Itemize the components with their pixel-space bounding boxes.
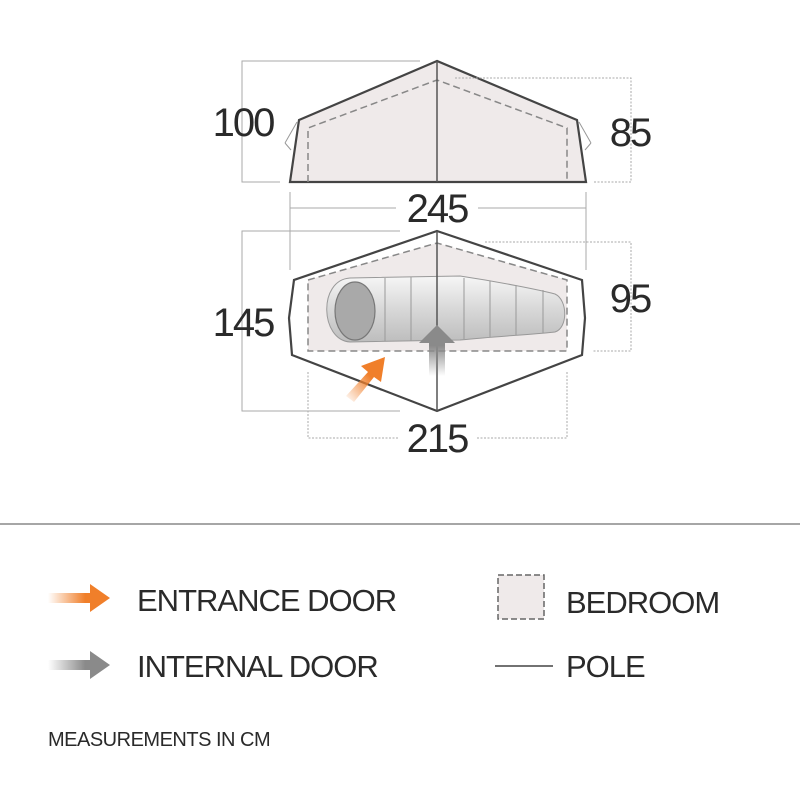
sleeping-bag-hood [334, 281, 376, 341]
dim-width-bedroom: 95 [610, 277, 651, 321]
entrance-door-arrow [346, 357, 385, 402]
side-view [284, 59, 592, 184]
internal-door-arrow [419, 325, 455, 376]
side-flysheet [288, 59, 588, 184]
dim-length-total: 245 [407, 187, 468, 231]
legend-bedroom: BEDROOM [566, 585, 720, 620]
bedroom-legend-icon [497, 574, 545, 620]
legend-entrance-door: ENTRANCE DOOR [137, 583, 397, 618]
internal-legend-icon [48, 651, 110, 679]
entrance-legend-icon [48, 584, 110, 612]
dim-height-total: 100 [213, 101, 274, 145]
dim-width-total: 145 [213, 301, 274, 345]
sleeping-bag [326, 275, 566, 343]
floor-plan [287, 229, 587, 413]
legend-pole: POLE [566, 649, 646, 684]
dim-height-bedroom: 85 [610, 111, 651, 155]
measurement-note: MEASUREMENTS IN CM [48, 729, 271, 751]
legend-internal-door: INTERNAL DOOR [137, 649, 379, 684]
dim-length-bedroom: 215 [407, 417, 468, 461]
